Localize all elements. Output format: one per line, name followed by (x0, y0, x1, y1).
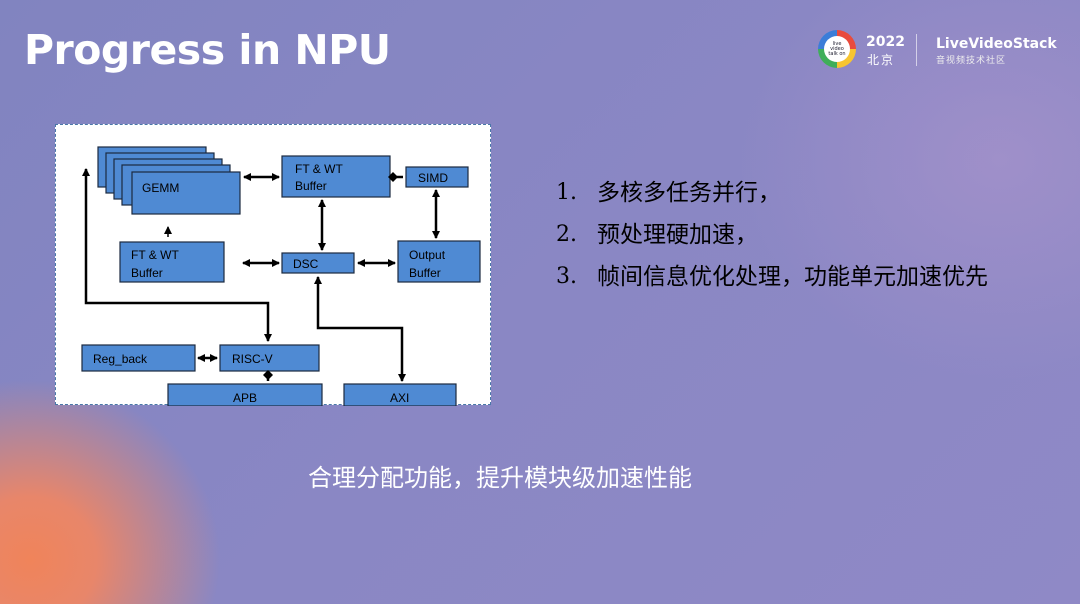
diagram-connections (82, 168, 440, 382)
list-item: 3. 帧间信息优化处理，功能单元加速优先 (556, 256, 1026, 340)
simd-label: SIMD (418, 171, 448, 185)
list-number: 1. (556, 180, 577, 205)
simd-block (405, 166, 469, 188)
event-logo: live video talk on 2022 北京 LiveVideoStac… (818, 30, 1068, 72)
list-text: 预处理硬加速， (597, 222, 758, 248)
logo-city: 北京 (867, 53, 896, 67)
list-text: 帧间信息优化处理，功能单元加速优先 (597, 264, 988, 290)
ftwt-left-label-1: FT & WT (131, 248, 179, 262)
npu-block-diagram: GEMM FT & WT Buffer SIMD FT & WT Buffer … (55, 124, 491, 406)
output-label-2: Buffer (409, 266, 441, 280)
slide-title: Progress in NPU (24, 26, 391, 74)
dsc-label: DSC (293, 257, 319, 271)
axi-label: AXI (390, 391, 409, 405)
riscv-block (219, 344, 320, 372)
ftwt-left-label-2: Buffer (131, 266, 163, 280)
feature-list: 1. 多核多任务并行， 2. 预处理硬加速， 3. 帧间信息优化处理，功能单元加… (556, 172, 1026, 340)
logo-brand-subtitle: 音视频技术社区 (936, 56, 1007, 66)
output-buffer-block (397, 240, 481, 283)
logo-year: 2022 (866, 34, 905, 50)
ftwt-top-label-1: FT & WT (295, 162, 343, 176)
list-number: 3. (556, 264, 577, 289)
reg-back-label: Reg_back (93, 352, 148, 366)
ftwt-top-label-2: Buffer (295, 179, 327, 193)
riscv-label: RISC-V (232, 352, 273, 366)
apb-label: APB (233, 391, 257, 405)
logo-ring-text: live video talk on (828, 41, 846, 57)
logo-separator (916, 34, 917, 66)
apb-block (167, 383, 323, 406)
list-item: 1. 多核多任务并行， (556, 172, 1026, 214)
dsc-block (281, 252, 355, 274)
logo-brand: LiveVideoStack (936, 36, 1057, 52)
diagram-canvas: GEMM FT & WT Buffer SIMD FT & WT Buffer … (81, 146, 481, 406)
list-text: 多核多任务并行， (597, 180, 781, 206)
gemm-label: GEMM (142, 181, 179, 195)
list-item: 2. 预处理硬加速， (556, 214, 1026, 256)
axi-block (343, 383, 457, 406)
list-number: 2. (556, 222, 577, 247)
output-label-1: Output (409, 248, 446, 262)
ftwt-top-block (281, 155, 391, 198)
reg-back-block (81, 344, 196, 372)
logo-ring-icon: live video talk on (818, 30, 856, 68)
conclusion-text: 合理分配功能，提升模块级加速性能 (308, 464, 692, 492)
gemm-stack: GEMM (97, 146, 241, 215)
